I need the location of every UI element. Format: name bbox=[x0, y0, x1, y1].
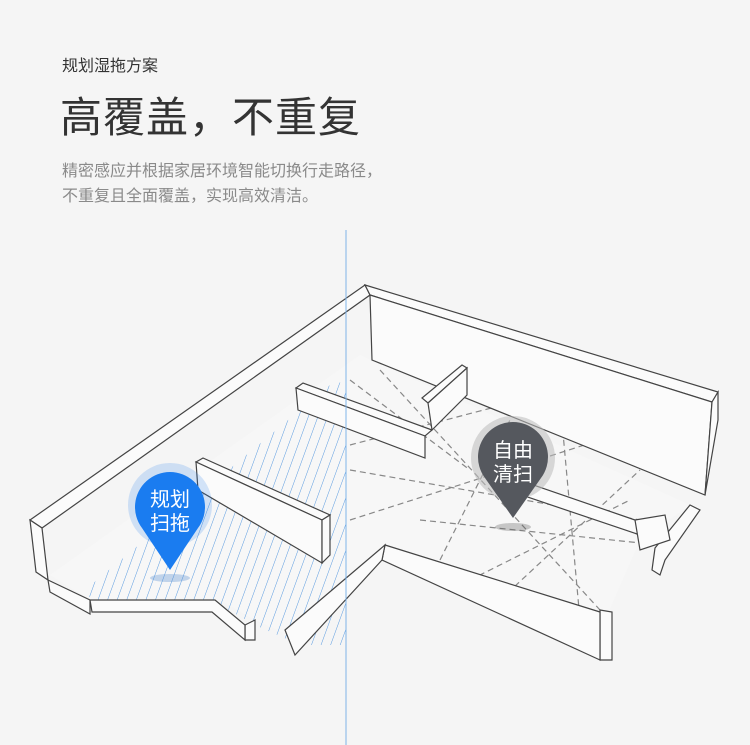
free-pin-line-1: 自由 bbox=[493, 438, 533, 462]
planned-pin-line-1: 规划 bbox=[150, 487, 190, 511]
free-pin-label: 自由 清扫 bbox=[483, 438, 543, 486]
planned-mop-area bbox=[85, 381, 346, 645]
description: 精密感应并根据家居环境智能切换行走路径， 不重复且全面覆盖，实现高效清洁。 bbox=[62, 158, 382, 208]
description-line-1: 精密感应并根据家居环境智能切换行走路径， bbox=[62, 161, 383, 180]
free-pin-line-2: 清扫 bbox=[493, 462, 533, 486]
planned-pin-line-2: 扫拖 bbox=[150, 511, 190, 535]
planned-pin-icon bbox=[128, 463, 212, 582]
description-line-2: 不重复且全面覆盖，实现高效清洁。 bbox=[62, 186, 319, 205]
free-pin-icon bbox=[471, 416, 555, 531]
section-eyebrow: 规划湿拖方案 bbox=[62, 56, 159, 75]
page-title: 高覆盖，不重复 bbox=[60, 93, 362, 142]
planned-pin-label: 规划 扫拖 bbox=[140, 487, 200, 535]
